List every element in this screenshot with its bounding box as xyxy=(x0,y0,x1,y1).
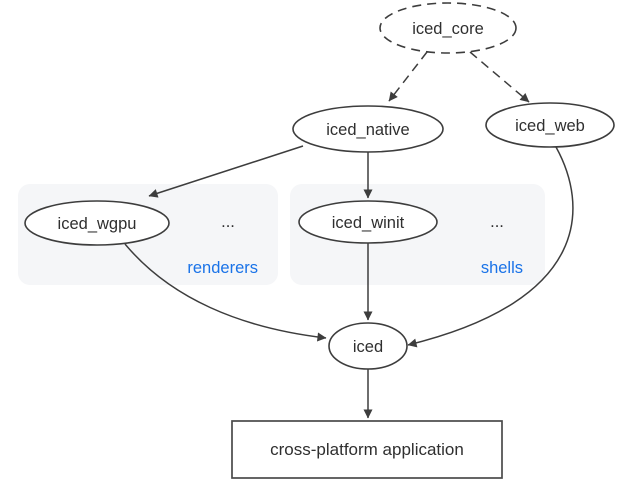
edge-iced_core-iced_native xyxy=(388,51,428,102)
node-cross-platform-application xyxy=(231,420,503,479)
node-iced-web-label: iced_web xyxy=(515,117,585,135)
node-iced-winit xyxy=(298,200,438,244)
node-iced-wgpu-label: iced_wgpu xyxy=(58,215,137,233)
node-iced-core-label: iced_core xyxy=(412,20,484,38)
node-iced xyxy=(328,322,408,370)
renderers-ellipsis: ... xyxy=(221,213,235,231)
node-cross-platform-application-label: cross-platform application xyxy=(270,440,464,459)
edge-iced_web-iced xyxy=(407,146,574,348)
node-iced-native xyxy=(292,105,444,153)
node-iced-web xyxy=(485,102,615,148)
node-iced-wgpu xyxy=(24,200,170,246)
edge-iced_core-iced_web xyxy=(469,51,530,103)
shells-ellipsis: ... xyxy=(490,213,504,231)
node-iced-core xyxy=(379,2,517,54)
node-iced-label: iced xyxy=(353,338,383,356)
node-iced-native-label: iced_native xyxy=(326,121,409,139)
edge-iced_wgpu-iced xyxy=(124,243,327,342)
edge-iced_native-iced_wgpu xyxy=(148,145,304,198)
renderers-group-label: renderers xyxy=(187,259,258,277)
shells-group-label: shells xyxy=(481,259,523,277)
node-iced-winit-label: iced_winit xyxy=(332,214,405,232)
